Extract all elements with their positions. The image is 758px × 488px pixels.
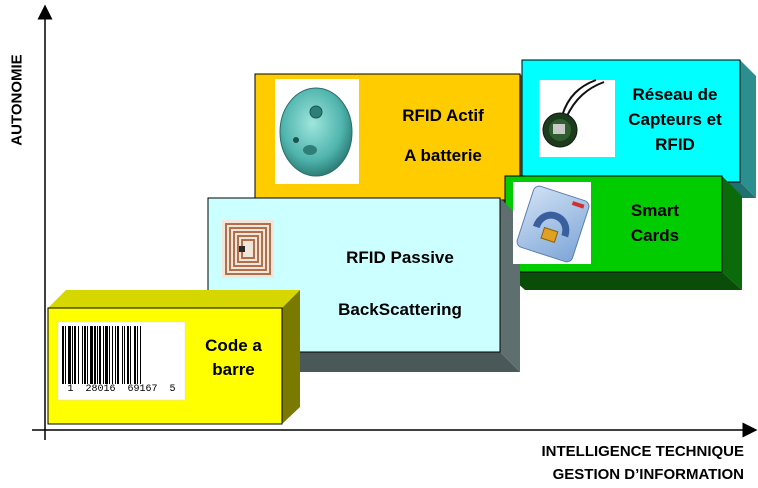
label-barcode-line2: barre xyxy=(212,360,255,379)
barcode-digits: 1 28016 69167 5 xyxy=(67,384,176,395)
barcode-bar xyxy=(134,326,136,384)
label-sensor-line1: Réseau de xyxy=(632,85,718,104)
barcode-bar xyxy=(90,326,93,384)
barcode-bar xyxy=(72,326,73,384)
label-rfid-passive: RFID Passive BackScattering xyxy=(300,232,500,336)
sensor-node-image xyxy=(539,79,615,157)
barcode-bar xyxy=(124,326,125,384)
barcode-bar xyxy=(117,326,119,384)
y-axis-label-wrap: AUTONOMIE xyxy=(2,0,32,200)
label-sensor-network: Réseau de Capteurs et RFID xyxy=(610,82,740,157)
label-rfid-active-line2: A batterie xyxy=(404,146,482,165)
label-sensor-line2: Capteurs et xyxy=(628,110,722,129)
x-axis-label-line2: GESTION D’INFORMATION xyxy=(552,466,744,483)
smart-card-image xyxy=(513,182,591,264)
barcode-bar xyxy=(99,326,101,384)
barcode-bar xyxy=(112,326,113,384)
barcode-bar xyxy=(65,326,66,384)
barcode-bar xyxy=(127,326,129,384)
barcode-bar xyxy=(82,326,83,384)
rfid-active-tag-image xyxy=(275,79,359,184)
barcode-bar xyxy=(137,326,138,384)
barcode-bar xyxy=(130,326,131,384)
label-smart-line1: Smart xyxy=(630,201,680,220)
label-rfid-active: RFID Actif A batterie xyxy=(368,96,518,176)
barcode-bar xyxy=(84,326,86,384)
barcode-bar xyxy=(122,326,123,384)
label-passive-line1: RFID Passive xyxy=(346,248,454,267)
label-barcode: Code a barre xyxy=(186,334,281,382)
barcode-bar xyxy=(140,326,141,384)
barcode-image xyxy=(57,321,186,401)
x-axis-label: INTELLIGENCE TECHNIQUE GESTION D’INFORMA… xyxy=(541,440,744,486)
barcode-bar xyxy=(74,326,76,384)
barcode-bar xyxy=(94,326,96,384)
barcode-bar xyxy=(97,326,98,384)
x-axis-label-line1: INTELLIGENCE TECHNIQUE xyxy=(541,443,744,460)
label-barcode-line1: Code a xyxy=(205,336,262,355)
label-smart-line2: Cards xyxy=(630,226,680,245)
barcode-bar xyxy=(62,326,64,384)
label-smart-cards: Smart Cards xyxy=(600,198,710,248)
label-sensor-line3: RFID xyxy=(655,135,695,154)
barcode-bar xyxy=(68,326,71,384)
label-passive-line2: BackScattering xyxy=(338,300,462,319)
barcode-bar xyxy=(105,326,108,384)
barcode-bar xyxy=(115,326,116,384)
rfid-passive-tag-image xyxy=(222,220,274,278)
barcode-bar xyxy=(103,326,104,384)
barcode-bar xyxy=(78,326,79,384)
barcode-bar xyxy=(87,326,88,384)
y-axis-label: AUTONOMIE xyxy=(8,54,26,146)
barcode-bar xyxy=(109,326,110,384)
label-rfid-active-line1: RFID Actif xyxy=(402,106,484,125)
